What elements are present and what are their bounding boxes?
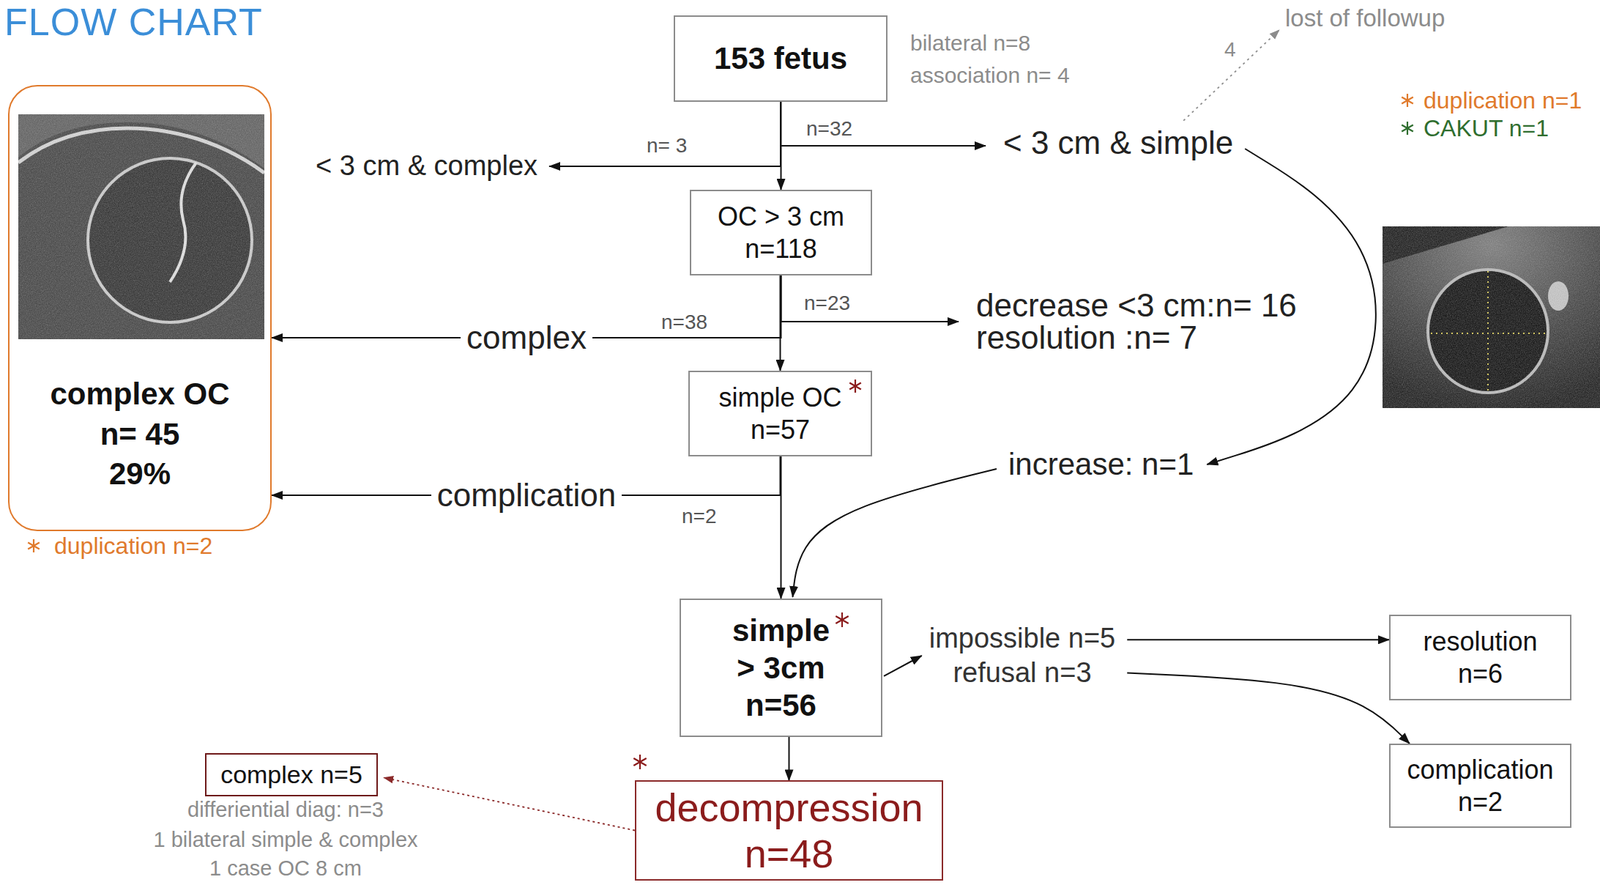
ultrasound-speckle	[18, 114, 265, 340]
footnote-text: duplication n=2	[54, 531, 213, 560]
count-label: n=38	[661, 309, 708, 335]
flow-arrow	[883, 655, 922, 676]
note-text: bilateral n=8	[910, 30, 1031, 57]
branch-text: < 3 cm & complex	[314, 149, 539, 184]
flow-arrow	[793, 468, 998, 597]
edge-label: 4	[1224, 37, 1237, 63]
node-text: complex n=5	[220, 759, 363, 790]
chart-title: FLOW CHART	[4, 0, 263, 44]
asterisk-mark	[1401, 93, 1414, 107]
edge-label: n=23	[804, 290, 851, 316]
outcome-box: resolutionn=6	[1389, 614, 1572, 701]
flow-arrow	[788, 736, 791, 780]
asterisk-mark	[835, 612, 848, 627]
flow-arrow	[781, 275, 960, 322]
count-label: n=2	[681, 503, 717, 529]
node-text: < 3 cm & simple	[1003, 123, 1234, 163]
outcome-box: complex n=5	[205, 752, 378, 796]
node-text: > 3cm	[736, 648, 825, 687]
ultrasound-speckle	[1382, 226, 1600, 408]
process-box: simple> 3cmn=56	[679, 598, 883, 737]
asterisk-mark	[1401, 121, 1414, 135]
flow-arrow	[1126, 638, 1390, 640]
node-text: n= 45	[100, 414, 181, 455]
node-text: increase: n=1	[1008, 445, 1194, 483]
group-box: complex OCn= 4529%	[8, 84, 272, 531]
node-text: n=2	[1457, 785, 1503, 818]
flow-arrow	[549, 101, 781, 167]
edge-label: complication	[431, 475, 623, 515]
note-text: differiential diag: n=3	[187, 796, 384, 823]
outcome-box: complicationn=2	[1389, 743, 1572, 828]
node-text: refusal n=3	[952, 655, 1092, 690]
node-text: resolution	[1422, 625, 1538, 657]
ultrasound-image	[1382, 226, 1600, 408]
node-text: n=57	[750, 413, 810, 446]
ultrasound-ground	[18, 114, 265, 340]
branch-text: decrease <3 cm:n= 16resolution :n= 7	[974, 289, 1299, 354]
footnote-text: duplication n=1	[1423, 86, 1582, 115]
node-text: impossible n=5	[929, 620, 1116, 656]
edge-label: n=32	[806, 116, 853, 142]
flow-arrow	[383, 777, 635, 831]
node-text: OC > 3 cm	[717, 200, 845, 233]
note-text: association n= 4	[910, 62, 1070, 89]
node-text: n=48	[744, 830, 835, 876]
node-text: n=56	[745, 686, 817, 724]
node-text: decrease <3 cm:n= 16	[976, 289, 1297, 322]
node-text: n=118	[744, 232, 817, 265]
asterisk-mark	[849, 379, 862, 393]
flow-arrow	[780, 101, 986, 146]
note-text: 1 bilateral simple & complex	[153, 826, 418, 853]
asterisk-mark	[633, 754, 646, 769]
node-text: lost of followup	[1285, 3, 1445, 33]
ultrasound-fan	[1382, 226, 1600, 408]
footnote-text: CAKUT n=1	[1423, 114, 1549, 143]
ultrasound-ground	[1382, 226, 1600, 408]
flow-arrow	[1126, 672, 1410, 744]
node-text: complication	[1406, 753, 1554, 785]
node-text: decompression	[654, 784, 923, 830]
note-text: 1 case OC 8 cm	[209, 855, 362, 881]
node-text: simple OC	[718, 381, 842, 413]
asterisk-mark	[27, 538, 40, 553]
procedure-box: decompressionn=48	[634, 779, 944, 880]
node-text: complex OC	[49, 374, 230, 415]
branch-text: < 3 cm & simple	[1001, 123, 1235, 163]
process-box: simple OCn=57	[688, 370, 873, 457]
start-box: 153 fetus	[673, 15, 888, 102]
node-text: 29%	[109, 454, 171, 495]
node-text: n=6	[1457, 657, 1503, 690]
node-text: resolution :n= 7	[976, 321, 1198, 354]
edge-label: complex	[460, 318, 593, 358]
node-text: < 3 cm & complex	[315, 149, 538, 184]
edge-label: n= 3	[646, 133, 687, 159]
ultrasound-image	[18, 114, 265, 340]
node-text: 153 fetus	[713, 40, 848, 77]
branch-text: impossible n=5refusal n=3	[927, 620, 1118, 690]
flow-arrow	[780, 456, 783, 599]
process-box: OC > 3 cmn=118	[689, 189, 873, 276]
node-text: simple	[732, 611, 830, 649]
branch-text: increase: n=1	[1006, 445, 1196, 483]
outcome-note: lost of followup	[1283, 3, 1447, 33]
flow-arrow	[1183, 30, 1280, 121]
